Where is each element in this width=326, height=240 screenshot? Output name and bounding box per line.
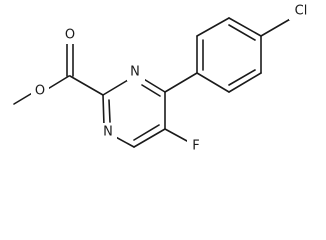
bond-ph-2	[196, 17, 230, 37]
atom-f: F	[192, 139, 199, 154]
bond-methyl-oester	[13, 91, 35, 105]
atom-cl: Cl	[295, 4, 308, 19]
bond-c5-c4	[133, 128, 166, 148]
bond-c5-f	[164, 128, 188, 142]
atom-o-ester: O	[35, 84, 45, 99]
bond-oester-carbonyl	[45, 75, 70, 91]
bond-n1-c6-inner	[141, 84, 161, 97]
bond-carbonyl-c2	[69, 75, 104, 96]
bond-ph-cl	[260, 17, 293, 37]
bond-ph-5	[228, 72, 262, 93]
bonds	[13, 17, 293, 148]
atom-n3: N	[103, 125, 113, 140]
bond-ph-3-inner	[228, 24, 256, 41]
bond-n3-c2	[102, 94, 105, 127]
atom-n1: N	[130, 65, 140, 80]
chemical-structure: O O N N F Cl	[13, 2, 313, 155]
bond-ph-5-inner	[228, 69, 256, 86]
bond-c2-n1	[102, 79, 129, 96]
bond-n1-c6	[141, 77, 166, 93]
bond-c6-phenyl	[164, 72, 198, 93]
bond-c5-c4-inner	[133, 124, 160, 141]
bond-ph-3	[228, 17, 262, 37]
atom-o-carbonyl: O	[65, 28, 75, 43]
bond-n3-c2-inner	[108, 99, 111, 123]
atom-labels: O O N N F Cl	[31, 2, 313, 155]
bond-ph-6	[196, 72, 230, 93]
